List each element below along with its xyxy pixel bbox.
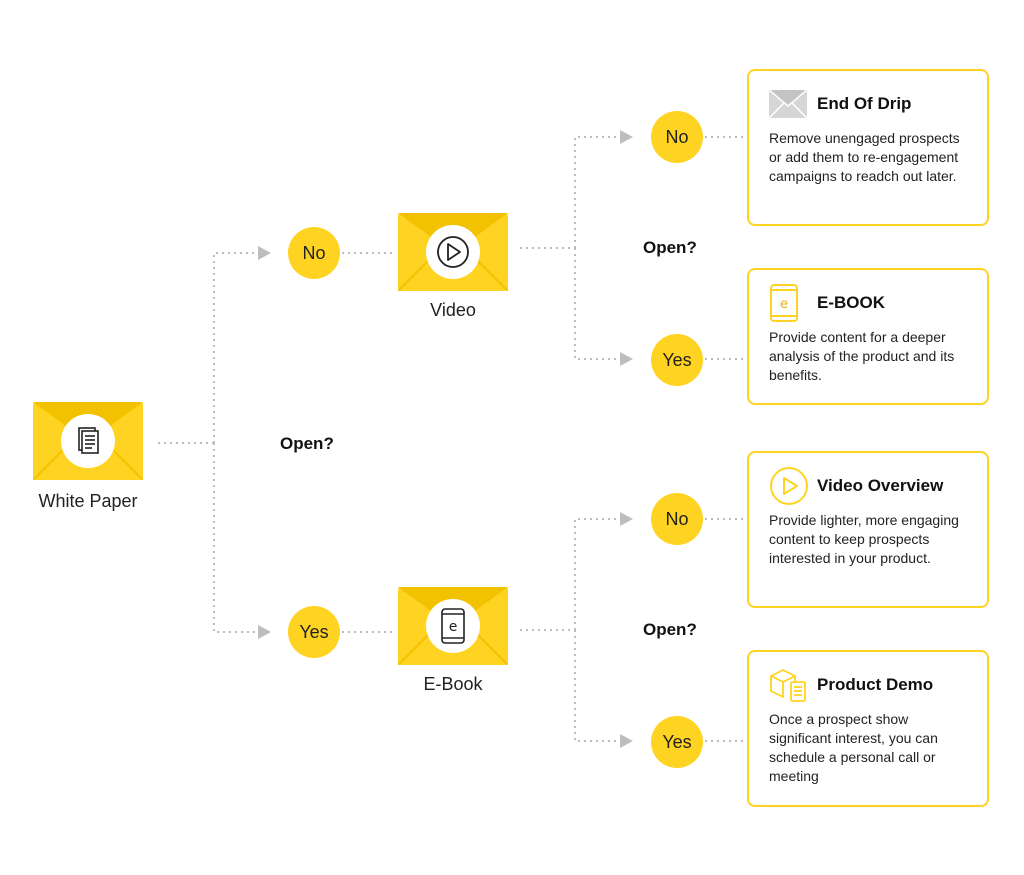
document-icon: [78, 427, 99, 454]
connector-video-yes: [574, 248, 633, 366]
branch-no-circle: No: [288, 227, 340, 279]
card-title: E-BOOK: [817, 293, 885, 312]
branch-video-yes-circle: Yes: [651, 334, 703, 386]
white-paper-label: White Paper: [38, 491, 138, 511]
card-product-demo: Product Demo Once a prospect show signif…: [747, 650, 989, 807]
connector-wp-yes: [213, 443, 271, 639]
box-icon: [769, 667, 809, 703]
ebook-envelope: e: [398, 587, 508, 665]
svg-text:e: e: [780, 297, 788, 312]
connector-ebook-no: [574, 512, 633, 630]
video-label: Video: [430, 300, 476, 320]
video-envelope: [398, 213, 508, 291]
play-icon: [769, 467, 809, 505]
envelope-icon: [769, 86, 809, 122]
connector-video-no: [574, 130, 633, 248]
card-title: Video Overview: [817, 476, 944, 495]
ebook-label: E-Book: [423, 674, 483, 694]
card-end-of-drip: End Of Drip Remove unengaged prospects o…: [747, 69, 989, 226]
card-title: End Of Drip: [817, 94, 912, 113]
card-text: Provide content for a deeper analysis of…: [769, 329, 955, 383]
card-text: Remove unengaged prospects or add them t…: [769, 130, 960, 184]
white-paper-envelope: [33, 402, 143, 480]
card-ebook: e E-BOOK Provide content for a deeper an…: [747, 268, 989, 405]
branch-video-no-circle: No: [651, 111, 703, 163]
play-icon: [437, 236, 469, 268]
branch-ebook-yes-circle: Yes: [651, 716, 703, 768]
card-title: Product Demo: [817, 675, 934, 694]
card-video-overview: Video Overview Provide lighter, more eng…: [747, 451, 989, 608]
decision-open-3: Open?: [643, 620, 697, 639]
decision-open-2: Open?: [643, 238, 697, 257]
ebook-icon: e: [769, 284, 809, 322]
decision-open-1: Open?: [280, 434, 334, 453]
card-text: Provide lighter, more engaging content t…: [769, 512, 959, 566]
ebook-icon: e: [441, 608, 465, 644]
connector-ebook-yes: [574, 630, 633, 748]
branch-ebook-no-circle: No: [651, 493, 703, 545]
connector-wp-no: [213, 246, 271, 443]
branch-yes-circle: Yes: [288, 606, 340, 658]
card-text: Once a prospect show significant interes…: [769, 711, 938, 784]
svg-text:e: e: [449, 619, 458, 635]
